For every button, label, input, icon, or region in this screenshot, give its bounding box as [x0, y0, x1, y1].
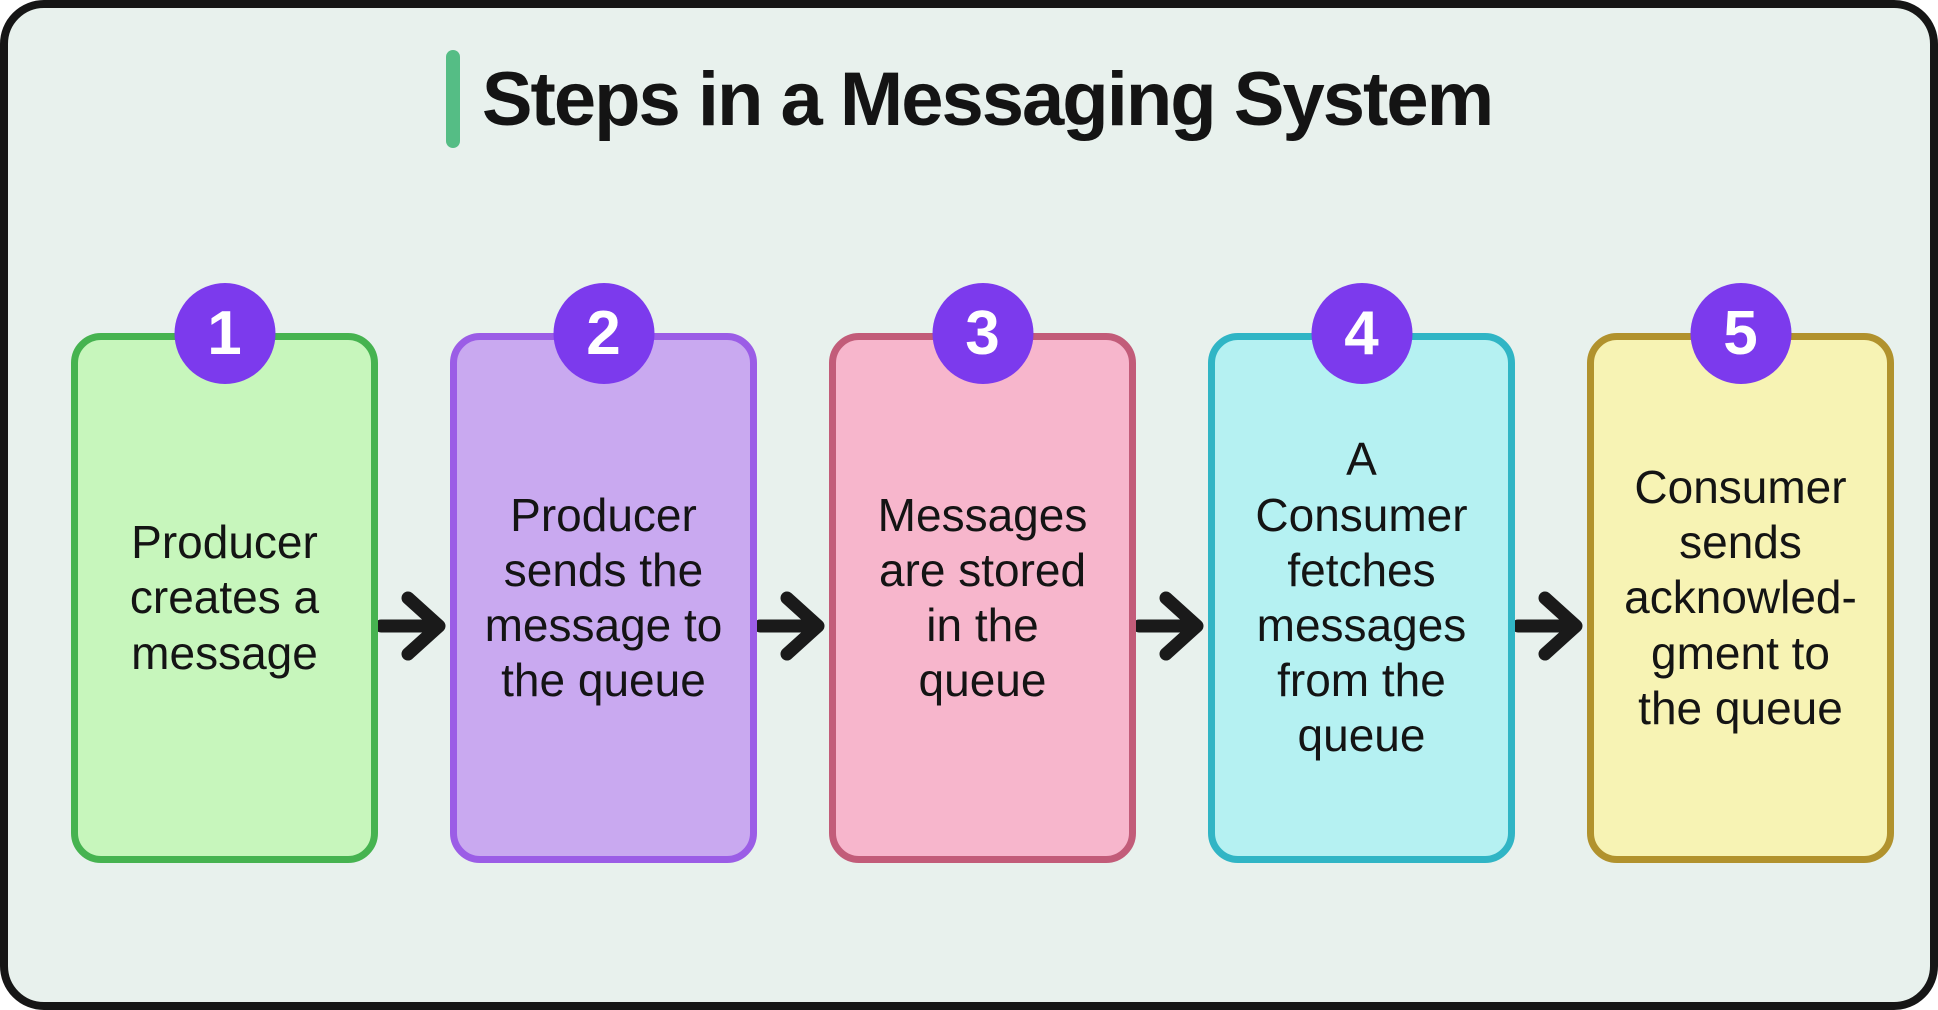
- arrow-cell: [1136, 333, 1208, 863]
- step-number-badge: 2: [553, 283, 654, 384]
- step-number-badge: 3: [932, 283, 1033, 384]
- arrow-cell: [378, 333, 450, 863]
- step-number-badge: 4: [1311, 283, 1412, 384]
- step-text: Producer creates a message: [129, 516, 320, 679]
- arrow-right-icon: [1515, 591, 1583, 661]
- arrow-right-icon: [1136, 591, 1204, 661]
- step-text: Consumer sends acknowled- gment to the q…: [1624, 461, 1857, 734]
- step-card-1: 1 Producer creates a message: [71, 283, 378, 863]
- step-card-2: 2 Producer sends the message to the queu…: [450, 283, 757, 863]
- arrow-right-icon: [757, 591, 825, 661]
- step-card-3: 3 Messages are stored in the queue: [829, 283, 1136, 863]
- step-text: A Consumer fetches messages from the que…: [1255, 433, 1468, 762]
- step-text: Messages are stored in the queue: [877, 488, 1088, 707]
- arrow-right-icon: [378, 591, 446, 661]
- title-accent-bar: [445, 50, 460, 148]
- step-number-badge: 5: [1690, 283, 1791, 384]
- title-row: Steps in a Messaging System: [8, 50, 1930, 148]
- step-number-badge: 1: [174, 283, 275, 384]
- steps-row: 1 Producer creates a message 2 Producer …: [71, 283, 1894, 863]
- arrow-cell: [757, 333, 829, 863]
- step-card-4: 4 A Consumer fetches messages from the q…: [1208, 283, 1515, 863]
- page-title: Steps in a Messaging System: [481, 56, 1494, 142]
- step-card-5: 5 Consumer sends acknowled- gment to the…: [1587, 283, 1894, 863]
- arrow-cell: [1515, 333, 1587, 863]
- step-text: Producer sends the message to the queue: [484, 488, 723, 707]
